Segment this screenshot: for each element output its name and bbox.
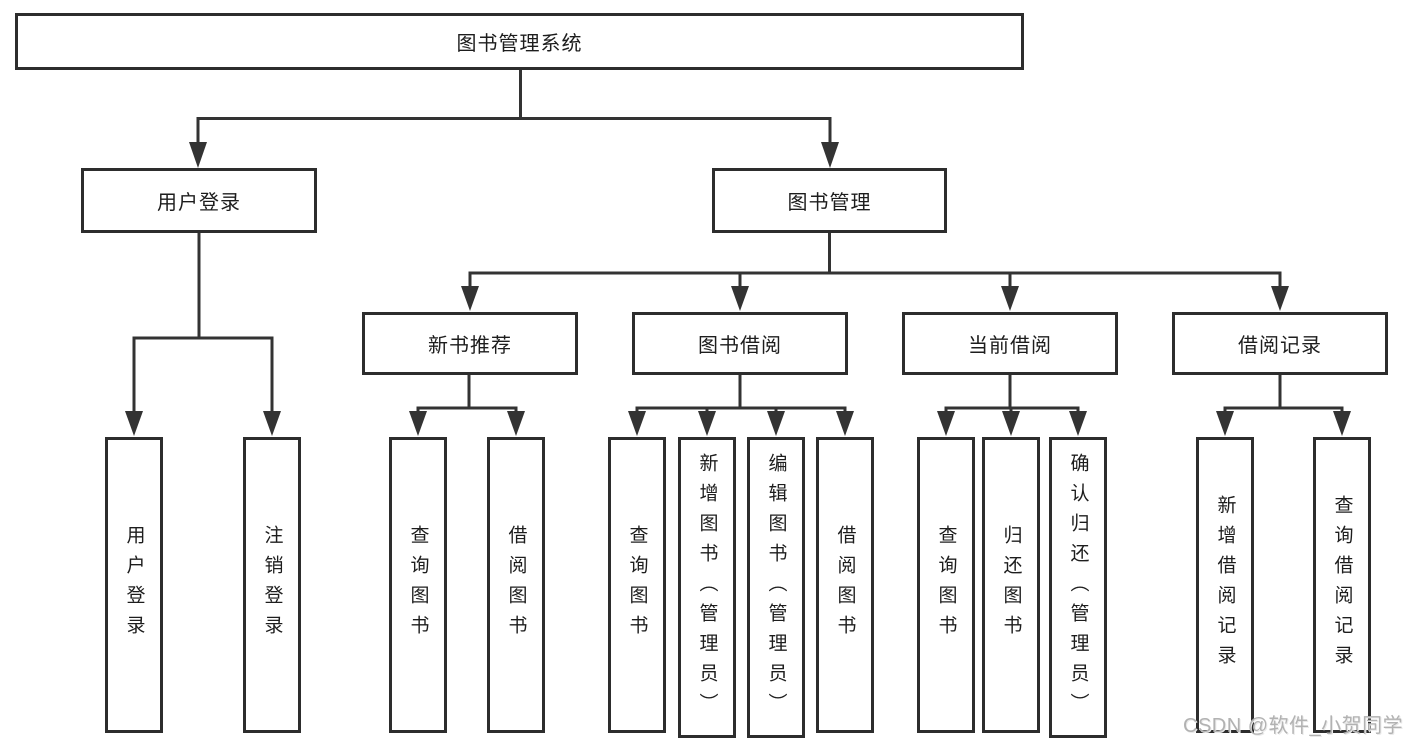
leaf-query-books-borrowing: 查询图书	[608, 437, 666, 733]
node-new-book-recommendation: 新书推荐	[362, 312, 578, 375]
node-label: 确认归还（管理员）	[1067, 452, 1089, 723]
leaf-user-login: 用户登录	[105, 437, 163, 733]
node-label: 图书借阅	[698, 335, 782, 357]
node-label: 用户登录	[123, 525, 145, 645]
node-label: 借阅记录	[1238, 335, 1322, 357]
node-label: 当前借阅	[968, 335, 1052, 357]
node-label: 编辑图书（管理员）	[765, 452, 787, 723]
node-current-borrowing: 当前借阅	[902, 312, 1118, 375]
node-label: 注销登录	[261, 525, 283, 645]
node-label: 新书推荐	[428, 335, 512, 357]
node-label: 归还图书	[1000, 525, 1022, 645]
node-user-login: 用户登录	[81, 168, 317, 233]
node-label: 新增图书（管理员）	[696, 452, 718, 723]
node-label: 图书管理	[787, 192, 872, 214]
leaf-borrow-books-recommend: 借阅图书	[487, 437, 545, 733]
node-label: 查询图书	[935, 525, 957, 645]
node-library-system: 图书管理系统	[15, 13, 1024, 70]
leaf-borrow-books-borrowing: 借阅图书	[816, 437, 874, 733]
leaf-query-books-current: 查询图书	[917, 437, 975, 733]
node-label: 借阅图书	[505, 525, 527, 645]
node-label: 查询借阅记录	[1331, 495, 1353, 675]
csdn-watermark: CSDN @软件_小贺同学	[1183, 715, 1404, 737]
leaf-logout: 注销登录	[243, 437, 301, 733]
node-book-borrowing: 图书借阅	[632, 312, 848, 375]
node-label: 图书管理系统	[456, 33, 583, 55]
node-book-management: 图书管理	[712, 168, 947, 233]
node-label: 新增借阅记录	[1214, 495, 1236, 675]
leaf-return-books: 归还图书	[982, 437, 1040, 733]
leaf-add-books-admin: 新增图书（管理员）	[678, 437, 736, 738]
leaf-add-borrow-record: 新增借阅记录	[1196, 437, 1254, 733]
node-label: 查询图书	[626, 525, 648, 645]
leaf-query-borrow-record: 查询借阅记录	[1313, 437, 1371, 733]
leaf-query-books-recommend: 查询图书	[389, 437, 447, 733]
leaf-edit-books-admin: 编辑图书（管理员）	[747, 437, 805, 738]
node-label: 借阅图书	[834, 525, 856, 645]
node-label: 用户登录	[157, 192, 241, 214]
node-borrowing-records: 借阅记录	[1172, 312, 1388, 375]
node-label: 查询图书	[407, 525, 429, 645]
leaf-confirm-return-admin: 确认归还（管理员）	[1049, 437, 1107, 738]
